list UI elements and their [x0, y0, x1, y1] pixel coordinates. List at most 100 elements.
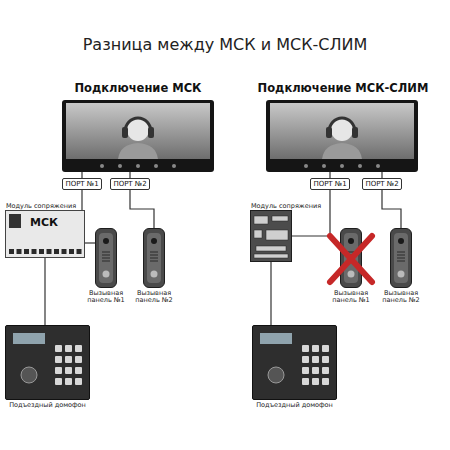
device-caption: Вызывная панель №1: [82, 290, 130, 305]
intercom-display: [13, 333, 45, 344]
cross-mark: [330, 236, 372, 282]
cross-mark: [330, 236, 372, 282]
port-label: ПОРТ №1: [313, 181, 346, 188]
keypad-key: [322, 378, 329, 385]
keypad-key: [312, 367, 319, 374]
panel-face: [147, 233, 161, 283]
terminal-block: [77, 249, 82, 254]
call-button: [151, 271, 158, 278]
monitor-body: [62, 100, 214, 172]
wire: [85, 242, 95, 243]
monitor-button: [304, 164, 308, 168]
terminal-block: [69, 249, 74, 254]
terminal-block: [39, 249, 44, 254]
keypad-key: [302, 345, 309, 352]
speaker-grille: [347, 252, 355, 253]
wire: [44, 258, 45, 325]
keypad-key: [75, 345, 82, 352]
monitor-button: [322, 164, 326, 168]
keypad-key: [55, 367, 62, 374]
pcb-component: [266, 230, 288, 240]
call-panel: Вызывная панель №1: [95, 228, 117, 288]
keypad-key: [302, 378, 309, 385]
panel-face: [394, 233, 408, 283]
call-panel: Вызывная панель №2: [143, 228, 165, 288]
diagram-title: Разница между МСК и МСК-СЛИМ: [0, 36, 450, 54]
interface-module: Модуль сопряжения: [250, 210, 292, 262]
pcb-component: [272, 216, 288, 221]
ear-cup: [326, 127, 332, 138]
keypad-key: [65, 378, 72, 385]
monitor-screen: [270, 103, 414, 159]
pcb-component: [254, 254, 288, 258]
intercom-display: [260, 333, 292, 344]
panel-camera: [103, 238, 109, 244]
device-caption: Вызывная панель №2: [377, 290, 425, 305]
port-box: ПОРТ №1: [310, 178, 350, 190]
ear-cup: [122, 127, 128, 138]
speaker-grille: [397, 261, 405, 262]
speaker-grille: [150, 258, 158, 259]
speaker-grille: [150, 252, 158, 253]
terminal-block: [24, 249, 29, 254]
monitor-screen: [66, 103, 210, 159]
monitor-button: [340, 164, 344, 168]
keypad-key: [322, 345, 329, 352]
keypad-key: [55, 378, 62, 385]
keypad-key: [55, 356, 62, 363]
device-caption: Вызывная панель №2: [130, 290, 178, 305]
person-body: [322, 143, 362, 159]
monitor-button: [172, 164, 176, 168]
keypad-key: [302, 367, 309, 374]
wire: [292, 190, 330, 236]
wire: [270, 262, 271, 325]
panel-camera: [151, 238, 157, 244]
wire: [382, 190, 401, 228]
monitor-button: [376, 164, 380, 168]
ear-cup: [352, 127, 358, 138]
monitor-body: [266, 100, 418, 172]
terminal-block: [62, 249, 67, 254]
person-body: [118, 143, 158, 159]
call-button: [348, 271, 355, 278]
pcb-component: [254, 216, 268, 224]
pcb-component: [256, 246, 286, 251]
call-panel: Вызывная панель №1: [340, 228, 362, 288]
keypad-key: [322, 356, 329, 363]
module-logo: [9, 214, 21, 228]
keypad-key: [312, 378, 319, 385]
keypad-key: [75, 367, 82, 374]
keypad-key: [55, 345, 62, 352]
monitor-button: [154, 164, 158, 168]
module-caption: Модуль сопряжения: [251, 203, 321, 210]
call-button: [103, 271, 110, 278]
speaker-grille: [102, 255, 110, 256]
keypad-key: [312, 345, 319, 352]
terminal-block: [47, 249, 52, 254]
speaker-grille: [397, 255, 405, 256]
wire: [81, 190, 82, 210]
keypad-key: [322, 367, 329, 374]
pcb-component: [254, 230, 262, 238]
port-box: ПОРТ №2: [110, 178, 150, 190]
port-label: ПОРТ №2: [365, 181, 398, 188]
port-label: ПОРТ №1: [65, 181, 98, 188]
section-heading: Подключение МСК: [38, 82, 238, 95]
module-caption: Модуль сопряжения: [6, 203, 76, 210]
terminal-block: [17, 249, 22, 254]
panel-camera: [348, 238, 354, 244]
device-details: [9, 214, 408, 385]
keypad-key: [312, 356, 319, 363]
panel-face: [344, 233, 358, 283]
speaker-grille: [102, 258, 110, 259]
call-panel: Вызывная панель №2: [390, 228, 412, 288]
terminal-block: [54, 249, 59, 254]
panel-camera: [398, 238, 404, 244]
speaker-grille: [102, 252, 110, 253]
keypad-key: [65, 356, 72, 363]
speaker-grille: [397, 258, 405, 259]
keypad-key: [65, 367, 72, 374]
speaker-grille: [150, 261, 158, 262]
section-heading: Подключение МСК-СЛИМ: [243, 82, 443, 95]
